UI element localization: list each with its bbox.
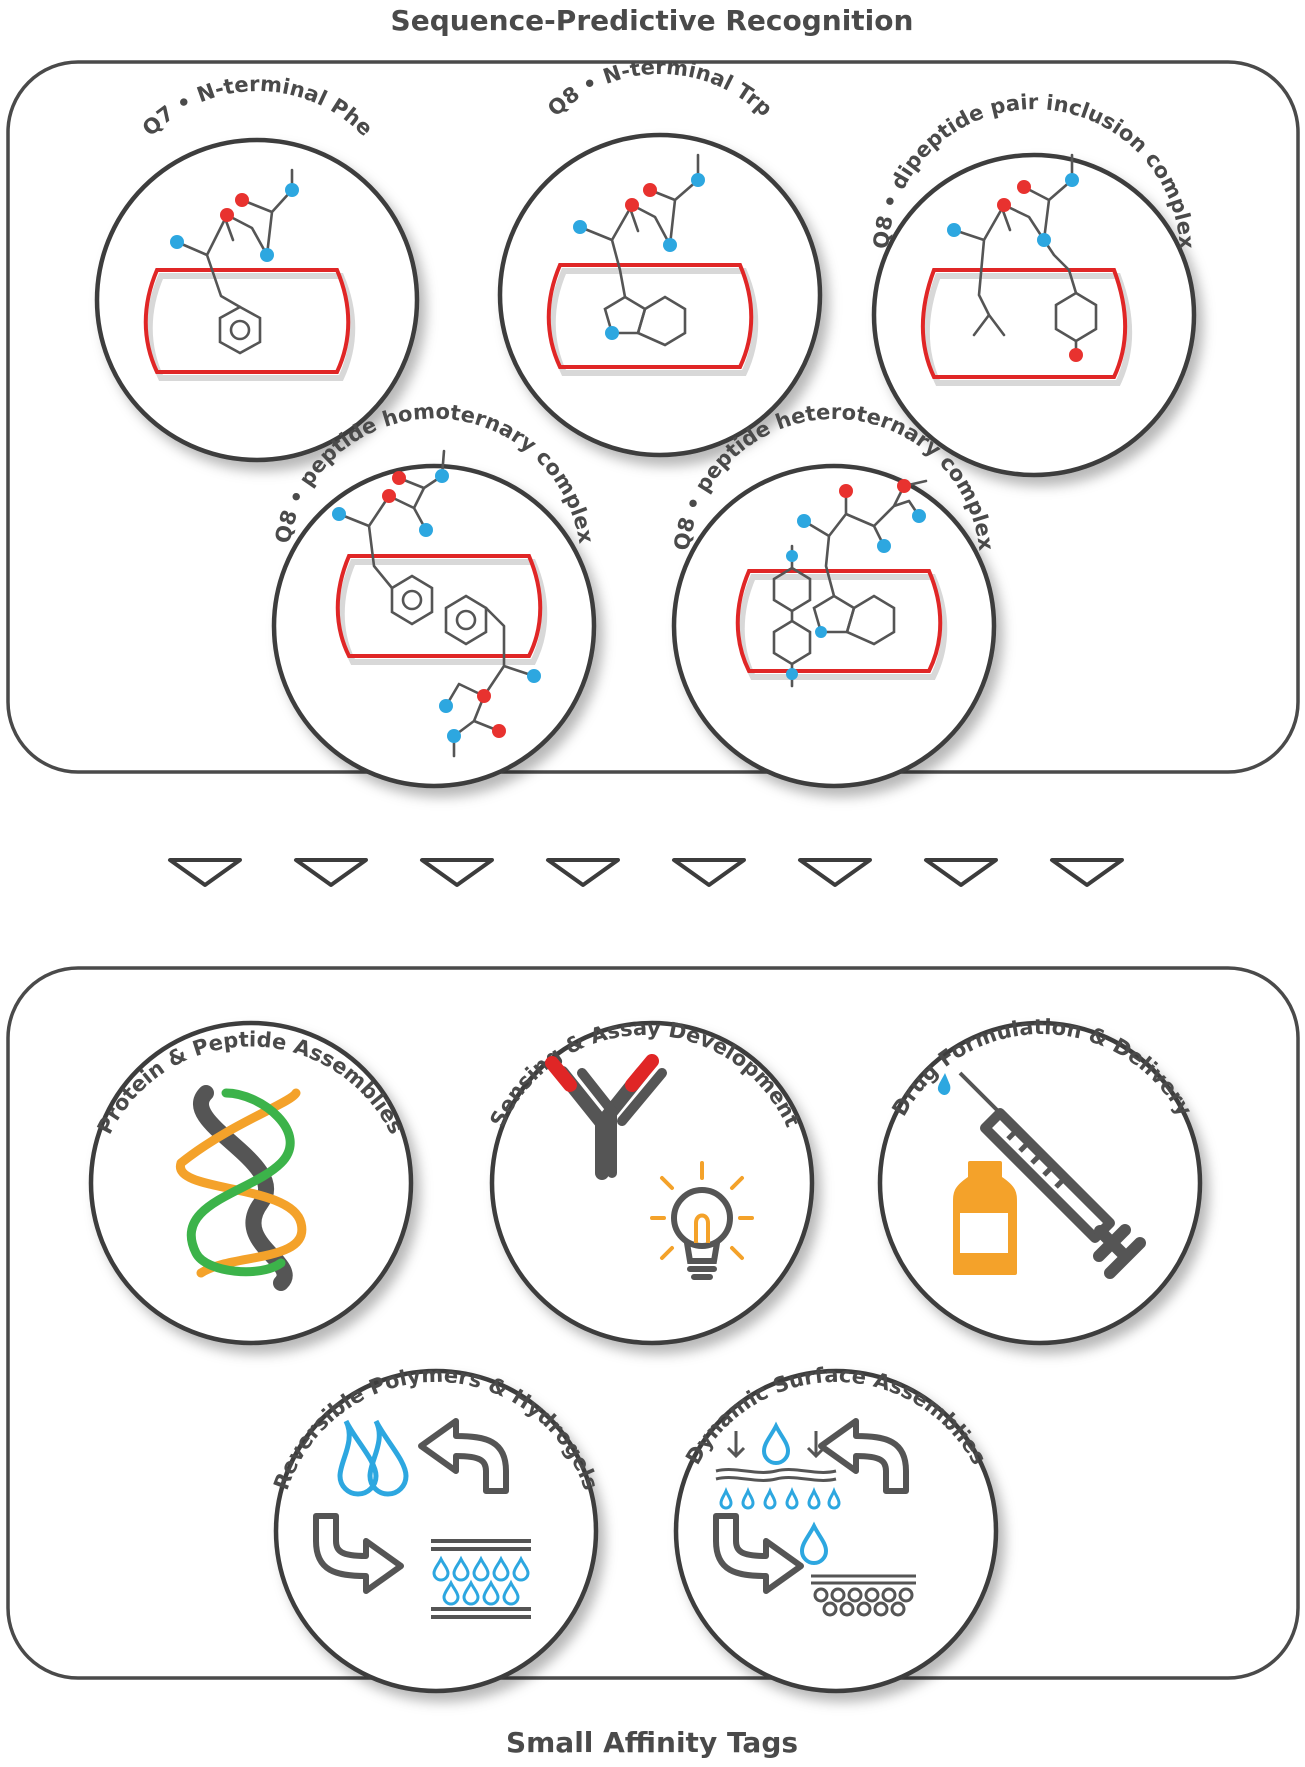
top-panel: [6, 60, 1300, 774]
lightbulb-icon: [650, 1161, 754, 1280]
complex-circle: [671, 463, 997, 789]
chevron-row: [168, 858, 1124, 887]
application-item-drug-delivery: Drug Formulation & Delivery: [877, 1015, 1203, 1346]
oxygen-atom: [235, 193, 249, 207]
chevron-down-icon: [420, 858, 494, 887]
bottom-title: Small Affinity Tags: [506, 1726, 798, 1759]
nitrogen-atom: [170, 235, 184, 249]
complex-label: Q7 • N-terminal Phe: [138, 72, 378, 141]
nitrogen-atom: [605, 326, 619, 340]
cavity-ring: [335, 554, 543, 658]
bottom-panel: [6, 966, 1300, 1680]
complex-item-q8-homoternary: Q8 • peptide homoternary complex: [271, 399, 598, 789]
top-title: Sequence-Predictive Recognition: [391, 4, 914, 37]
complex-item-q7-phe: Q7 • N-terminal Phe: [94, 72, 420, 463]
oxygen-atom: [997, 198, 1011, 212]
chevron-down-icon: [924, 858, 998, 887]
svg-text:Q7 • N-terminal Phe: Q7 • N-terminal Phe: [138, 72, 378, 141]
nitrogen-atom: [260, 248, 274, 262]
complex-item-q8-trp: Q8 • N-terminal Trp: [497, 55, 823, 458]
nitrogen-atom: [691, 173, 705, 187]
chevron-down-icon: [1050, 858, 1124, 887]
complex-circle: [497, 132, 823, 458]
antibody-icon: [545, 1054, 667, 1180]
complex-item-q8-heteroternary: Q8 • peptide heteroternary complex: [670, 400, 998, 789]
complex-label: Q8 • N-terminal Trp: [543, 55, 777, 121]
cavity-ring: [920, 268, 1128, 379]
nitrogen-atom: [573, 220, 587, 234]
hydrogel-cycle-icon: [313, 1418, 531, 1619]
svg-text:Q8 • N-terminal Trp: Q8 • N-terminal Trp: [543, 55, 777, 121]
molecule-diagram: [143, 168, 356, 381]
application-item-protein-assemblies: Protein & Peptide Assemblies: [88, 1020, 414, 1346]
application-item-sensing: Sensing & Assay Development: [486, 1016, 815, 1346]
nitrogen-atom: [1065, 173, 1079, 187]
complex-circle: [271, 463, 597, 789]
syringe-icon: [937, 1071, 1146, 1279]
cavity-ring: [143, 268, 351, 374]
cavity-ring: [546, 263, 754, 369]
oxygen-atom: [220, 208, 234, 222]
nitrogen-atom: [285, 183, 299, 197]
nitrogen-atom: [1037, 233, 1051, 247]
chevron-down-icon: [546, 858, 620, 887]
molecule-diagram: [332, 449, 548, 758]
oxygen-atom: [643, 183, 657, 197]
complex-circle: [94, 137, 420, 463]
nitrogen-atom: [947, 223, 961, 237]
indole-ring: [603, 295, 647, 335]
oxygen-atom: [1017, 180, 1031, 194]
application-item-surface-assemblies: Dynamic Surface Assemblies: [673, 1363, 999, 1694]
oxygen-atom: [1069, 348, 1083, 362]
application-circle: [489, 1020, 815, 1346]
nitrogen-atom: [663, 238, 677, 252]
helix-icon: [176, 1085, 307, 1291]
complex-item-q8-dipeptide: Q8 • dipeptide pair inclusion complex: [869, 90, 1199, 478]
application-circle: [673, 1368, 999, 1694]
application-item-polymers: Reversible Polymers & Hydrogels: [269, 1363, 603, 1694]
vial-icon: [953, 1161, 1017, 1275]
surface-cycle-icon: [713, 1418, 916, 1617]
phenyl-ring: [218, 305, 262, 355]
chevron-down-icon: [294, 858, 368, 887]
molecule-diagram: [920, 153, 1133, 386]
oxygen-atom: [625, 198, 639, 212]
cavity-ring: [735, 569, 943, 673]
molecule-diagram: [546, 153, 759, 376]
molecule-diagram: [735, 479, 948, 688]
chevron-down-icon: [798, 858, 872, 887]
chevron-down-icon: [168, 858, 242, 887]
chevron-down-icon: [672, 858, 746, 887]
